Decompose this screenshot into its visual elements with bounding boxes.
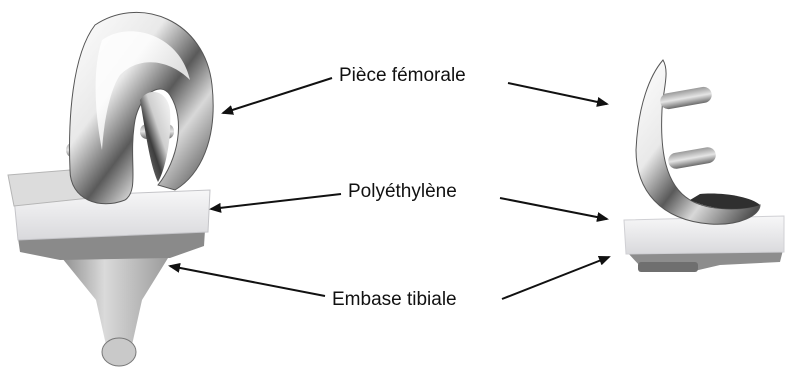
arrow-poly-left	[209, 193, 342, 213]
label-polyethylene: Polyéthylène	[345, 180, 460, 204]
label-femoral-component: Pièce fémorale	[336, 64, 469, 88]
arrows	[168, 77, 611, 300]
label-tibial-baseplate: Embase tibiale	[329, 288, 460, 312]
arrow-femoral-left	[221, 77, 333, 115]
arrow-tibial-left	[168, 262, 326, 297]
arrow-poly-right	[499, 197, 609, 222]
implant-side-view	[623, 59, 785, 272]
implant-front-view	[7, 11, 214, 367]
polyethylene-insert-front	[13, 189, 211, 241]
tibial-stem	[62, 258, 168, 345]
stem-tip	[101, 337, 137, 367]
arrow-tibial-right	[501, 255, 611, 300]
arrow-femoral-right	[507, 82, 609, 107]
femoral-component-side	[635, 59, 761, 225]
